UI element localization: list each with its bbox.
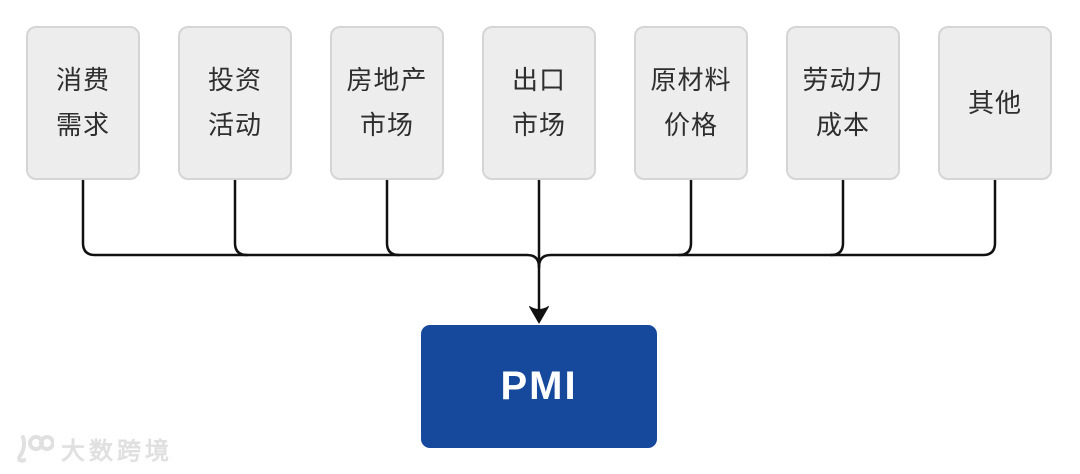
dashu-100-logo-icon bbox=[17, 434, 54, 463]
watermark-text: 大数跨境 bbox=[61, 438, 173, 465]
pmi-result-box: PMI bbox=[421, 325, 657, 448]
factor-box-export-market: 出口 市场 bbox=[482, 26, 596, 180]
factor-box-investment-activity: 投资 活动 bbox=[178, 26, 292, 180]
factor-label: 劳动力 成本 bbox=[802, 65, 884, 140]
connector-raw-material-prices bbox=[677, 178, 693, 257]
factor-label: 投资 活动 bbox=[207, 65, 262, 140]
connector-consumer-demand bbox=[81, 178, 541, 269]
connector-other bbox=[537, 178, 997, 269]
factor-box-labor-cost: 劳动力 成本 bbox=[786, 26, 900, 180]
arrowhead-icon bbox=[529, 306, 549, 324]
connector-real-estate-market bbox=[385, 178, 401, 257]
factor-label: 其他 bbox=[967, 87, 1022, 118]
factor-label: 房地产 市场 bbox=[346, 65, 428, 140]
pmi-label: PMI bbox=[500, 364, 578, 408]
factor-box-other: 其他 bbox=[938, 26, 1052, 180]
connector-investment-activity bbox=[233, 178, 249, 257]
factor-label: 原材料 价格 bbox=[650, 65, 732, 140]
factor-box-raw-material-prices: 原材料 价格 bbox=[634, 26, 748, 180]
factor-box-real-estate-market: 房地产 市场 bbox=[330, 26, 444, 180]
connector-labor-cost bbox=[829, 178, 845, 257]
factor-label: 消费 需求 bbox=[55, 65, 110, 140]
factor-label: 出口 市场 bbox=[511, 65, 566, 140]
factor-box-consumer-demand: 消费 需求 bbox=[26, 26, 140, 180]
watermark: 大数跨境 bbox=[12, 431, 173, 466]
